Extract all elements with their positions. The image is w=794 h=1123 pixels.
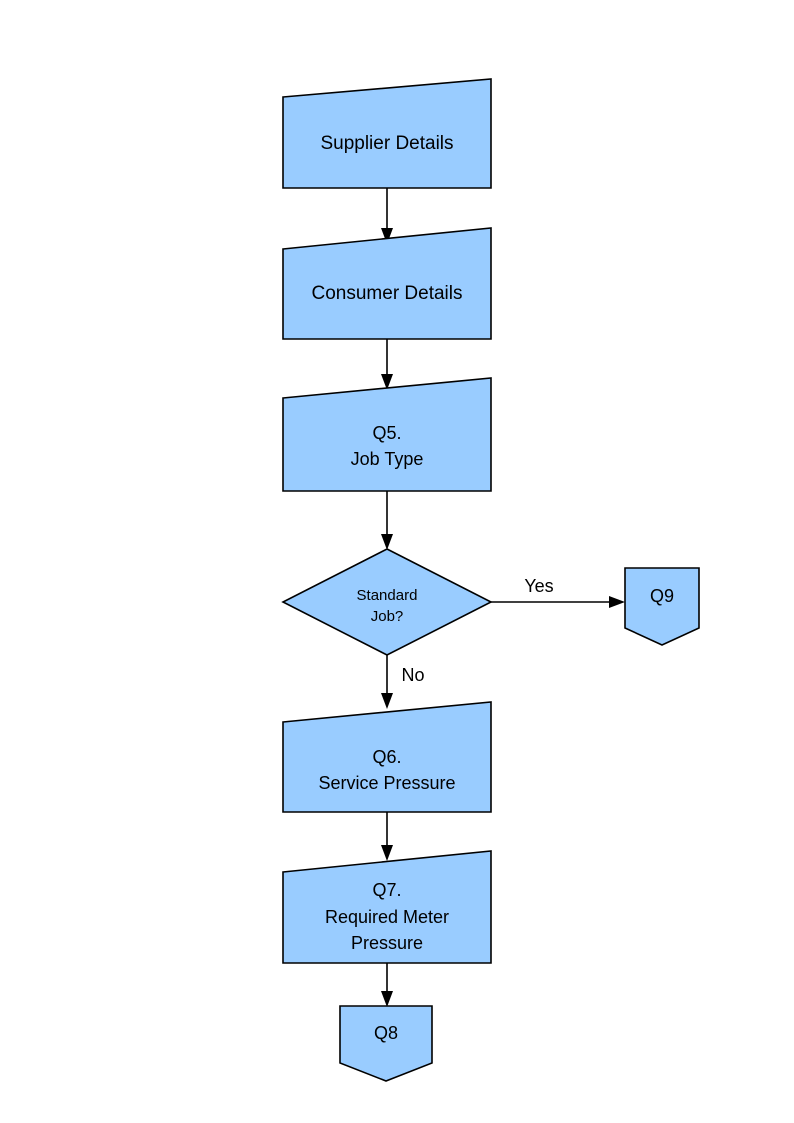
arrow-head-icon: [609, 596, 625, 608]
node-standard-job-decision[interactable]: Standard Job?: [281, 548, 493, 656]
edge-consumer-to-q5: [381, 339, 393, 390]
edge-label-yes: Yes: [524, 576, 553, 596]
node-label-decision-line1: Standard: [357, 587, 418, 604]
node-q9[interactable]: Q9: [624, 567, 700, 646]
arrow-head-icon: [381, 845, 393, 861]
node-shape-slanted-top-rectangle[interactable]: [282, 850, 492, 964]
arrow-head-icon: [381, 693, 393, 709]
edge-label-no: No: [401, 665, 424, 685]
node-q7-required-meter-pressure[interactable]: Q7. Required Meter Pressure: [282, 850, 492, 964]
edge-decision-to-q6-no: No: [381, 655, 425, 709]
node-label-q8: Q8: [374, 1023, 398, 1043]
edge-q6-to-q7: [381, 812, 393, 861]
node-shape-shield-pointed-bottom[interactable]: [624, 567, 700, 646]
node-shape-slanted-top-rectangle[interactable]: [282, 701, 492, 813]
node-label-q7-line1: Q7.: [372, 880, 401, 900]
node-label-q9: Q9: [650, 586, 674, 606]
node-label-q5-line2: Job Type: [351, 449, 424, 469]
node-label-q6-line1: Q6.: [372, 747, 401, 767]
node-label-decision-line2: Job?: [371, 608, 404, 625]
node-label-q6-line2: Service Pressure: [318, 773, 455, 793]
edge-q7-to-q8: [381, 963, 393, 1007]
edge-supplier-to-consumer: [381, 188, 393, 244]
node-q6-service-pressure[interactable]: Q6. Service Pressure: [282, 701, 492, 813]
node-shape-diamond[interactable]: [281, 548, 493, 656]
node-label-q5-line1: Q5.: [372, 423, 401, 443]
node-label-q7-line3: Pressure: [351, 933, 423, 953]
node-q8[interactable]: Q8: [339, 1005, 433, 1082]
arrow-head-icon: [381, 991, 393, 1007]
arrow-head-icon: [381, 534, 393, 550]
node-shape-shield-pointed-bottom[interactable]: [339, 1005, 433, 1082]
arrow-head-icon: [381, 374, 393, 390]
node-consumer-details[interactable]: Consumer Details: [282, 227, 492, 340]
node-label-consumer-details: Consumer Details: [312, 283, 463, 304]
node-shape-slanted-top-rectangle[interactable]: [282, 227, 492, 340]
node-label-supplier-details: Supplier Details: [320, 133, 453, 154]
edge-decision-to-q9-yes: Yes: [491, 576, 625, 608]
node-supplier-details[interactable]: Supplier Details: [282, 78, 492, 189]
node-shape-slanted-top-rectangle[interactable]: [282, 78, 492, 189]
node-shape-slanted-top-rectangle[interactable]: [282, 377, 492, 492]
edge-q5-to-decision: [381, 491, 393, 550]
arrow-head-icon: [381, 228, 393, 244]
node-label-q7-line2: Required Meter: [325, 907, 449, 927]
node-q5-job-type[interactable]: Q5. Job Type: [282, 377, 492, 492]
